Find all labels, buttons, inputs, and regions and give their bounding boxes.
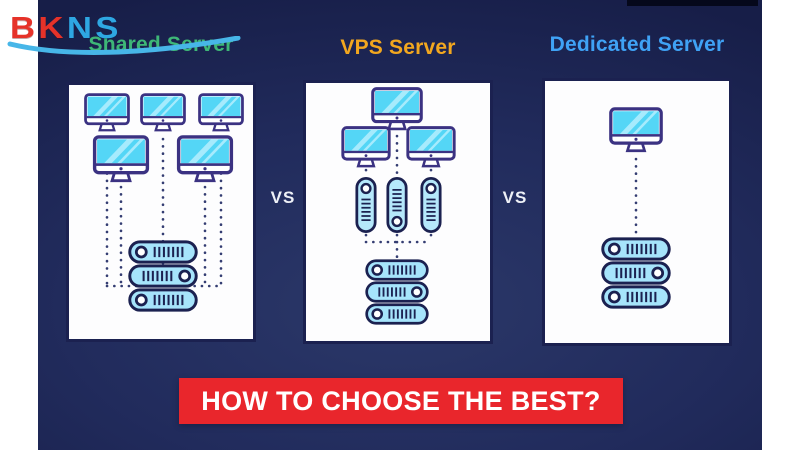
rack-server-icon	[128, 240, 198, 264]
rack-server-icon	[128, 288, 198, 312]
bkns-logo: BKNS	[10, 12, 122, 43]
monitor-icon	[343, 128, 389, 166]
vps-server-diagram	[306, 83, 490, 325]
tower-server-icon	[420, 177, 442, 233]
monitor-icon	[611, 109, 661, 151]
bottom-banner: HOW TO CHOOSE THE BEST?	[179, 378, 623, 424]
dedicated-server-title: Dedicated Server	[549, 33, 725, 56]
vs-label-2: VS	[502, 188, 528, 207]
dedicated-server-panel	[542, 78, 732, 346]
monitor-icon	[142, 95, 185, 131]
vs-label-1: VS	[270, 188, 296, 207]
rack-server-icon	[365, 303, 429, 325]
rack-server-icon	[601, 261, 671, 285]
monitor-icon	[200, 95, 243, 131]
shared-server-panel	[66, 82, 256, 342]
monitor-icon	[373, 89, 421, 129]
top-dark-bar	[627, 0, 758, 6]
rack-server-icon	[128, 264, 198, 288]
rack-server-icon	[601, 237, 671, 261]
rack-server-icon	[365, 281, 429, 303]
shared-server-diagram	[69, 85, 253, 312]
tower-server-icon	[386, 177, 408, 233]
monitor-icon	[95, 137, 148, 181]
monitor-icon	[86, 95, 129, 131]
rack-server-icon	[601, 285, 671, 309]
dedicated-server-diagram	[601, 81, 671, 309]
vps-server-panel	[303, 80, 493, 344]
connection-dotted-lines	[105, 135, 223, 288]
logo-text-ns: NS	[66, 10, 122, 45]
logo-swoosh-icon	[7, 36, 241, 55]
connection-dotted-lines	[364, 134, 433, 260]
vps-server-title: VPS Server	[340, 36, 456, 59]
rack-server-icon	[365, 259, 429, 281]
logo-text-bk: BK	[10, 10, 67, 45]
banner-text: HOW TO CHOOSE THE BEST?	[201, 385, 601, 416]
monitor-icon	[408, 128, 454, 166]
tower-server-icon	[355, 177, 377, 233]
monitor-icon	[179, 137, 232, 181]
